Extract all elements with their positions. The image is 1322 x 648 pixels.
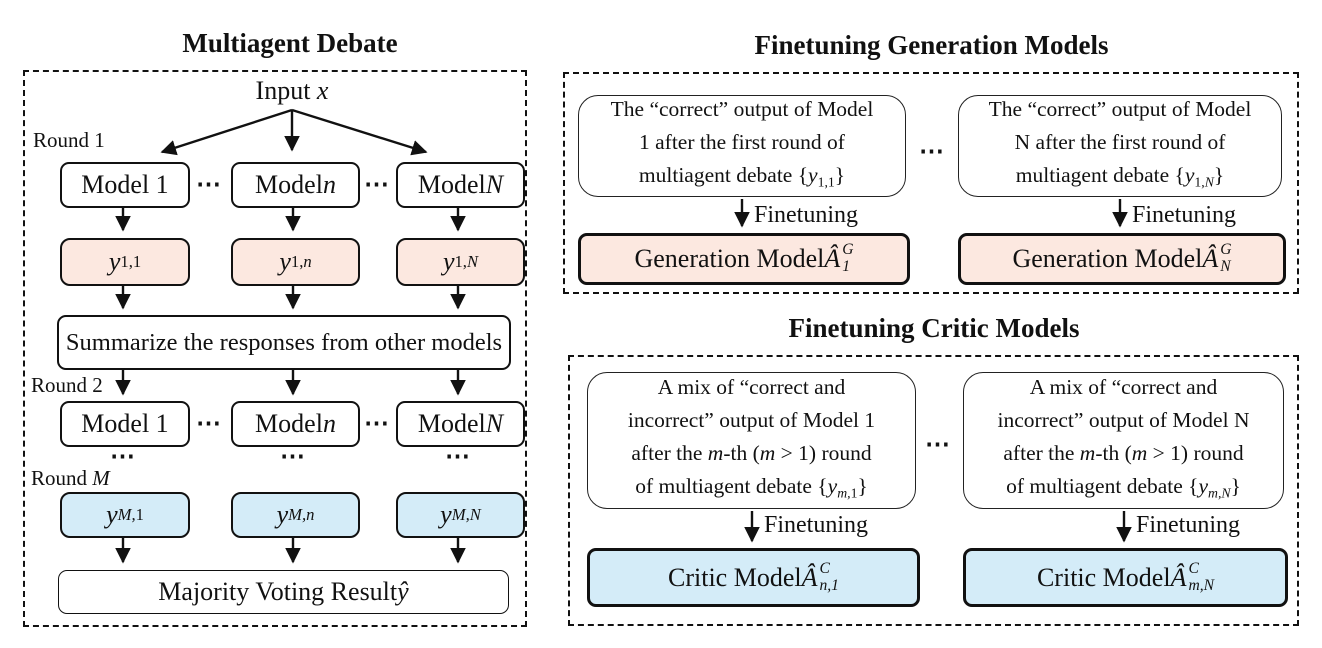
round1-model-1-box: Model 1	[60, 162, 190, 208]
multiagent-debate-title: Multiagent Debate	[182, 28, 398, 58]
round-m-label: Round M	[31, 466, 110, 490]
rounds-ellipsis-N: ⋯	[445, 443, 471, 470]
round2-model-1-box: Model 1	[60, 401, 190, 447]
round2-model-n-box: Model n	[231, 401, 360, 447]
rounds-ellipsis-n: ⋯	[280, 443, 306, 470]
round-1-label: Round 1	[33, 128, 105, 152]
rounds-ellipsis-1: ⋯	[110, 443, 136, 470]
row2-dots-right: ⋯	[364, 410, 390, 437]
round1-model-N-box: Model N	[396, 162, 525, 208]
finetuning-critic-panel	[568, 355, 1299, 626]
round1-model-n-box: Model n	[231, 162, 360, 208]
finetuning-label-gen-2: Finetuning	[1132, 202, 1237, 228]
multiagent-debate-panel	[23, 70, 527, 627]
gen-dots: ⋯	[919, 138, 945, 165]
input-label: Input x	[255, 76, 329, 105]
finetuning-label-critic-2: Finetuning	[1136, 512, 1241, 538]
finetuning-generation-title: Finetuning Generation Models	[754, 30, 1109, 60]
majority-voting-box: Majority Voting Result ŷ	[58, 570, 509, 614]
finetuning-critic-title: Finetuning Critic Models	[788, 313, 1080, 343]
round-2-label: Round 2	[31, 373, 103, 397]
finetuning-label-critic-1: Finetuning	[764, 512, 869, 538]
critic-dots: ⋯	[925, 431, 951, 458]
round2-model-N-box: Model N	[396, 401, 525, 447]
summarize-box: Summarize the responses from other model…	[57, 315, 511, 370]
row1-dots-right: ⋯	[364, 171, 390, 198]
finetuning-label-gen-1: Finetuning	[754, 202, 859, 228]
row2-dots-left: ⋯	[196, 410, 222, 437]
finetuning-generation-panel	[563, 72, 1299, 294]
row1-dots-left: ⋯	[196, 171, 222, 198]
